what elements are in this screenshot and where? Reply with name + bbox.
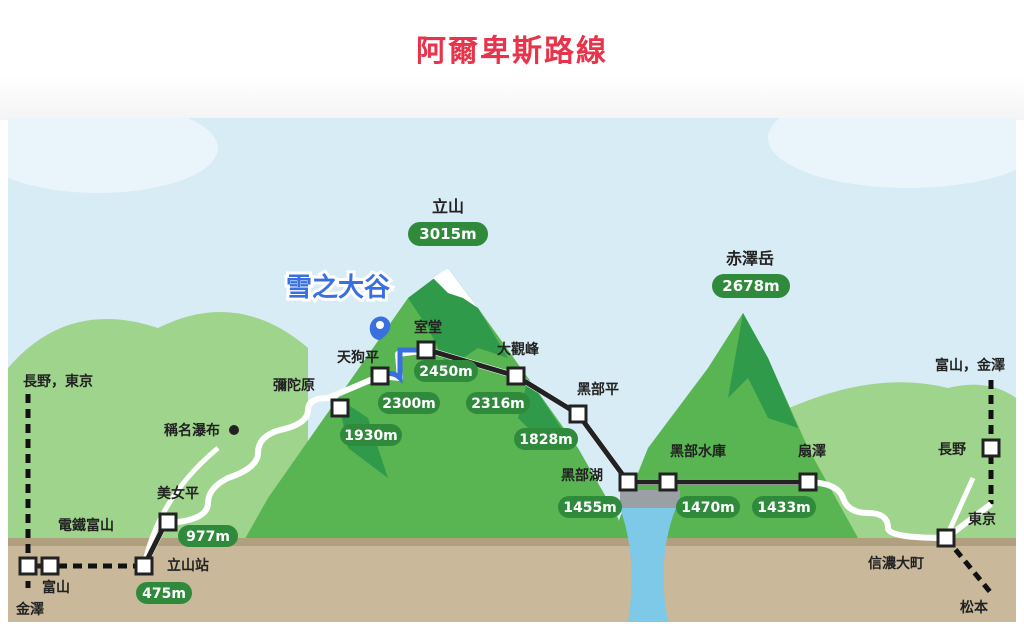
station-name-tateyama-station: 立山站 (167, 557, 209, 574)
station-marker (158, 512, 178, 532)
elev-kurobedaira: 1828m (519, 432, 573, 448)
waterfall-route (141, 446, 220, 567)
station-name-dentetsu-toyama: 電鐵富山 (58, 517, 114, 534)
station-name-kurobe-dam: 黑部水庫 (670, 443, 726, 460)
station-name-daikanbo: 大觀峰 (497, 341, 540, 358)
direction-right: 富山，金澤 (935, 357, 1005, 374)
kurobe-dam (620, 490, 680, 508)
station-name-ogisawa: 扇澤 (798, 443, 826, 460)
peak-name-akazawadake: 赤澤岳 (726, 249, 774, 268)
station-name-kanazawa: 金澤 (15, 601, 44, 618)
elev-kurobeko: 1455m (563, 500, 617, 516)
station-name-murodo: 室堂 (414, 319, 442, 336)
station-name-midagahara: 彌陀原 (273, 377, 315, 394)
station-marker (416, 340, 436, 360)
elev-bijodaira: 977m (186, 529, 230, 545)
peak-elev-akazawadake: 2678m (722, 277, 779, 295)
cloud (8, 118, 218, 193)
station-marker (40, 556, 60, 576)
station-name-matsumoto: 松本 (960, 599, 989, 616)
snow-corridor-label-outline: 雪之大谷 (286, 272, 391, 303)
map-pin-icon (369, 316, 391, 340)
snow-corridor-label: 雪之大谷 (286, 272, 391, 303)
elev-murodo: 2450m (419, 364, 473, 380)
alpine-route-map: 立山 3015m 赤澤岳 2678m 雪之大谷 雪之大谷 室堂 天狗平 彌陀原 … (8, 118, 1016, 622)
station-name-tokyo: 東京 (968, 511, 996, 528)
station-marker (658, 472, 678, 492)
station-name-shinano-omachi: 信濃大町 (868, 555, 924, 572)
page-title: 阿爾卑斯路線 (416, 34, 608, 69)
station-marker (618, 472, 638, 492)
station-name-kurobedaira: 黑部平 (577, 381, 619, 398)
station-marker (330, 398, 350, 418)
station-name-nagano: 長野 (938, 442, 966, 458)
route-line (141, 347, 993, 568)
peak-elev-tateyama: 3015m (419, 225, 476, 243)
station-name-toyama: 富山 (42, 579, 70, 596)
elev-midagahara: 1930m (344, 428, 398, 444)
elev-ogisawa: 1433m (757, 500, 811, 516)
elev-tengudaira: 2300m (382, 396, 436, 412)
elev-kurobe-dam: 1470m (681, 500, 735, 516)
station-name-bijodaira: 美女平 (157, 485, 199, 502)
elev-tateyama-station: 475m (142, 586, 186, 602)
station-name-tengudaira: 天狗平 (337, 349, 379, 366)
waterfall-name: 稱名瀑布 (164, 422, 220, 439)
direction-left: 長野，東京 (23, 373, 93, 390)
station-marker (134, 556, 154, 576)
cloud (768, 118, 1016, 188)
elev-daikanbo: 2316m (471, 396, 525, 412)
station-marker (568, 404, 588, 424)
station-marker (18, 556, 38, 576)
station-marker (370, 366, 390, 386)
station-marker (506, 366, 526, 386)
kurobe-river (620, 508, 676, 622)
peak-name-tateyama: 立山 (432, 197, 464, 216)
tateyama-mountain (198, 268, 648, 622)
waterfall-dot (229, 425, 239, 435)
station-marker (936, 528, 956, 548)
station-marker (981, 438, 1001, 458)
station-name-kurobeko: 黑部湖 (561, 467, 603, 484)
title-band (0, 76, 1024, 120)
tateyama-snowcap (433, 268, 478, 308)
station-marker (798, 472, 818, 492)
